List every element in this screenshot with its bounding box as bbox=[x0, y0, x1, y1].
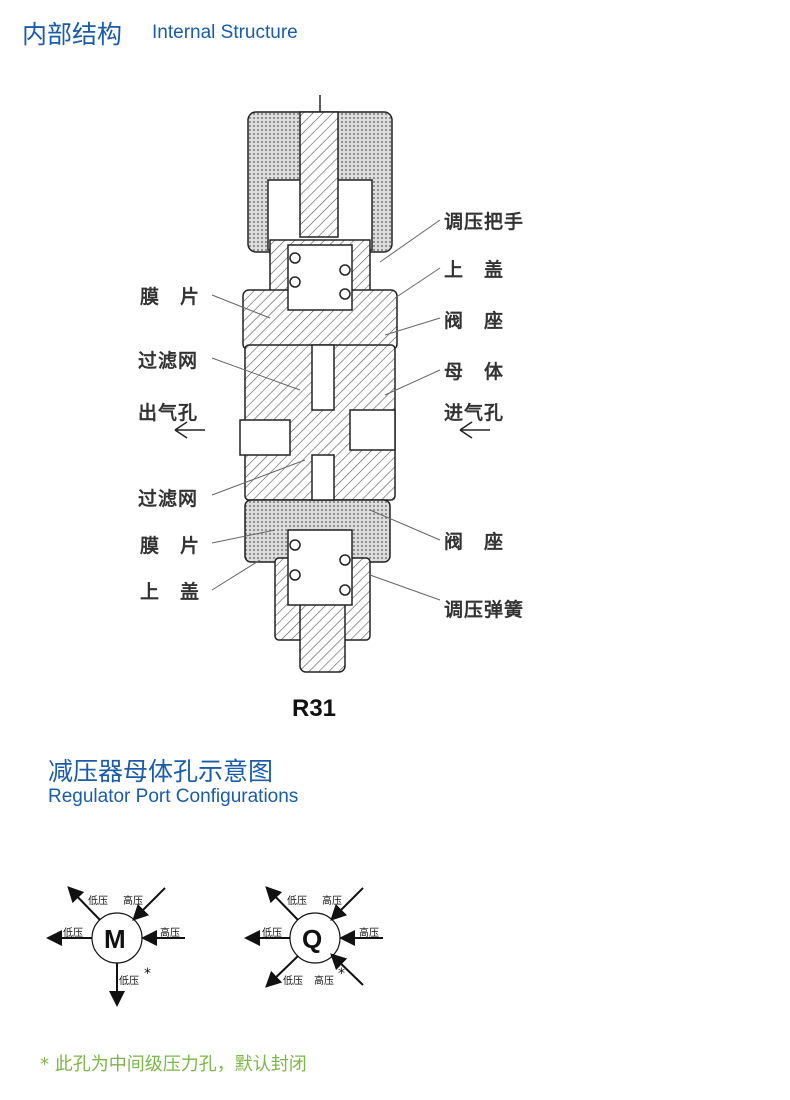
port-label: 高压 bbox=[322, 896, 342, 907]
label-diaphragm-lower: 膜 片 bbox=[140, 535, 201, 557]
port-diagram-m bbox=[46, 886, 185, 1007]
section2-title-cn: 减压器母体孔示意图 bbox=[48, 757, 274, 786]
port-diagram-q bbox=[244, 886, 383, 988]
label-filter-upper: 过滤网 bbox=[138, 350, 199, 372]
label-cover-lower: 上 盖 bbox=[140, 581, 201, 603]
label-cover-upper: 上 盖 bbox=[444, 259, 505, 281]
port-label: 高压 bbox=[160, 928, 180, 939]
label-spring: 调压弹簧 bbox=[444, 599, 525, 621]
port-star: * bbox=[144, 966, 151, 982]
label-diaphragm-upper: 膜 片 bbox=[140, 286, 201, 308]
port-label: 高压 bbox=[359, 928, 379, 939]
section2-title-en: Regulator Port Configurations bbox=[48, 786, 299, 807]
footnote: * 此孔为中间级压力孔，默认封闭 bbox=[40, 1054, 307, 1075]
port-label: 低压 bbox=[283, 976, 303, 987]
label-valve-seat-upper: 阀 座 bbox=[444, 310, 505, 332]
label-valve-seat-lower: 阀 座 bbox=[444, 531, 505, 553]
section-title-en: Internal Structure bbox=[152, 22, 298, 43]
port-label: 高压 bbox=[314, 976, 334, 987]
port-label: 低压 bbox=[262, 928, 282, 939]
port-label: 低压 bbox=[287, 896, 307, 907]
port-label: 低压 bbox=[88, 896, 108, 907]
port-letter-m: M bbox=[104, 924, 126, 954]
label-filter-lower: 过滤网 bbox=[138, 488, 199, 510]
label-knob: 调压把手 bbox=[444, 211, 525, 233]
port-letter-q: Q bbox=[302, 924, 323, 954]
port-label: 高压 bbox=[123, 896, 143, 907]
port-label: 低压 bbox=[63, 928, 83, 939]
label-body: 母 体 bbox=[444, 361, 505, 383]
port-star: * bbox=[338, 966, 345, 982]
label-outlet: 出气孔 bbox=[138, 402, 199, 424]
model-label: R31 bbox=[292, 695, 337, 722]
section-title-cn: 内部结构 bbox=[22, 20, 123, 49]
port-label: 低压 bbox=[119, 976, 139, 987]
label-inlet: 进气孔 bbox=[444, 402, 505, 424]
